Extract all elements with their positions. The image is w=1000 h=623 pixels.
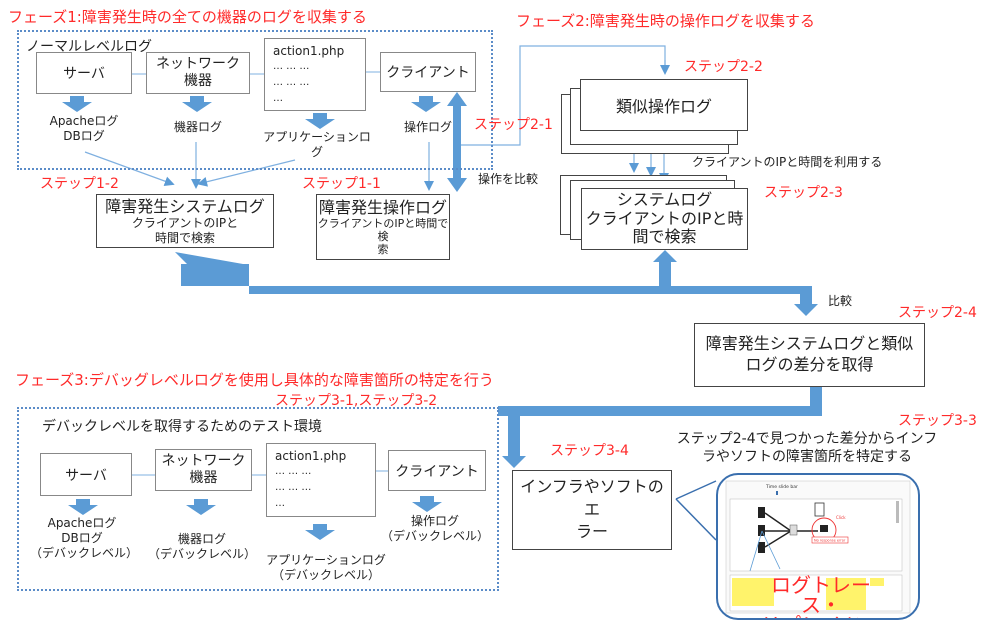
- box-line: 障害発生システムログと類似: [705, 334, 914, 354]
- step-2-2: ステップ2-2: [684, 59, 763, 75]
- log-line: 機器ログ: [177, 532, 226, 546]
- similar-op-log-box: 類似操作ログ: [580, 79, 748, 131]
- box-line: インフラやソフトのエ: [520, 477, 664, 519]
- server-label: サーバ: [65, 467, 107, 484]
- click-label: Click: [836, 515, 846, 520]
- normal-env-container: [17, 30, 493, 170]
- overlay-line: リプレイツール: [756, 615, 886, 618]
- step-2-1: ステップ2-1: [474, 117, 553, 133]
- server-label: サーバ: [63, 66, 105, 82]
- network-label-2: 機器: [189, 470, 218, 486]
- normal-env-title: ノーマルレベルログ: [26, 39, 152, 55]
- note-line: ステップ2-4で見つかった差分からインフ: [676, 431, 938, 447]
- box-subtitle: 索: [377, 243, 389, 257]
- network-label-2: 機器: [184, 73, 212, 89]
- log-trace-replay-tool-label: ログトレース・ リプレイツール: [756, 573, 886, 618]
- server-icons: [758, 507, 765, 553]
- log-line: （デバックレベル）: [271, 568, 380, 582]
- callout-tail: [675, 480, 717, 541]
- debug-env-container: [17, 407, 499, 591]
- identify-note: ステップ2-4で見つかった差分からインフ ラやソフトの障害箇所を特定する: [672, 430, 942, 466]
- code-line: … … …: [273, 77, 310, 88]
- code-line: … … …: [273, 61, 310, 72]
- box-title: システムログ: [616, 190, 713, 210]
- compare-ops-note: 操作を比較: [478, 172, 539, 186]
- step-1-2: ステップ1-2: [40, 176, 119, 192]
- time-slide-bar-label: Time slide bar: [765, 484, 798, 490]
- log-line: （デバックレベル）: [30, 546, 139, 560]
- network-label-1: ネットワーク: [161, 453, 246, 470]
- log-line: （デバックレベル）: [380, 529, 489, 543]
- box-line: ログの差分を取得: [745, 355, 874, 374]
- code-line: …: [273, 93, 283, 104]
- server-node: サーバ: [36, 52, 132, 94]
- code-line: action1.php: [273, 44, 345, 58]
- server-log-label: Apacheログ DBログ: [44, 114, 124, 144]
- compare-note: 比較: [828, 294, 853, 308]
- infra-error-box: インフラやソフトのエ ラー: [512, 470, 672, 550]
- box-subtitle: クライアントのIPと時: [585, 208, 744, 228]
- use-ip-time-note: クライアントのIPと時間を利用する: [692, 155, 883, 169]
- box-subtitle: クライアントのIPと時間で検: [317, 216, 449, 243]
- network-label-1: ネットワーク: [156, 56, 240, 73]
- note-line: ラやソフトの障害箇所を特定する: [702, 449, 912, 466]
- network-log-label: 機器ログ: [173, 120, 222, 134]
- log-line: アプリケーションログ: [266, 553, 386, 567]
- error-label: No response error: [814, 539, 846, 543]
- debug-server-log-label: Apacheログ DBログ （デバックレベル）: [30, 516, 139, 561]
- client-label: クライアント: [386, 65, 470, 81]
- code-line: … … …: [275, 482, 312, 493]
- code-listing: action1.php … … … … … … …: [264, 38, 366, 111]
- tool-screenshot-callout: Time slide bar Click No response error: [716, 473, 920, 620]
- client-log-label: 操作ログ: [403, 120, 452, 134]
- log-line: 操作ログ: [410, 514, 459, 528]
- log-line: Apacheログ: [47, 516, 117, 530]
- debug-app-log-label: アプリケーションログ （デバックレベル）: [262, 553, 390, 583]
- step-3-1-3-2: ステップ3-1,ステップ3-2: [275, 393, 438, 409]
- code-line: action1.php: [275, 449, 347, 463]
- system-log-box: システムログ クライアントのIPと時 間で検索: [581, 188, 748, 250]
- similar-op-log-label: 類似操作ログ: [615, 97, 712, 116]
- step-2-4: ステップ2-4: [898, 305, 977, 321]
- debug-env-title: デバックレベルを取得するためのテスト環境: [42, 419, 322, 435]
- fault-system-log-box: 障害発生システムログ クライアントのIPと 時間で検索: [96, 194, 274, 248]
- box-subtitle: 時間で検索: [154, 230, 215, 245]
- box-line: ラー: [575, 522, 608, 542]
- apache-log: Apacheログ: [49, 114, 119, 128]
- box-title: 障害発生操作ログ: [318, 197, 447, 217]
- step-3-4: ステップ3-4: [550, 443, 629, 459]
- debug-server-node: サーバ: [40, 453, 132, 496]
- code-line: …: [275, 498, 285, 509]
- client-node: クライアント: [380, 52, 476, 92]
- app-log-line: グ: [310, 145, 323, 159]
- phase1-title: フェーズ1:障害発生時の全ての機器のログを収集する: [8, 8, 367, 26]
- log-line: （デバックレベル）: [148, 547, 257, 561]
- overlay-line: ログトレース・: [771, 573, 871, 617]
- box-subtitle: クライアントのIPと: [131, 216, 239, 231]
- diff-box: 障害発生システムログと類似 ログの差分を取得: [694, 323, 925, 387]
- code-line: … … …: [275, 466, 312, 477]
- app-log-label: アプリケーションロ グ: [262, 130, 372, 160]
- debug-network-log-label: 機器ログ （デバックレベル）: [148, 532, 256, 562]
- box-title: 障害発生システムログ: [105, 197, 265, 217]
- tool-screenshot: Time slide bar Click No response error: [725, 480, 911, 614]
- debug-code-listing: action1.php … … … … … … …: [266, 443, 376, 517]
- box-subtitle: 間で検索: [632, 227, 697, 247]
- step-2-3: ステップ2-3: [764, 185, 843, 201]
- phase2-title: フェーズ2:障害発生時の操作ログを収集する: [516, 12, 815, 30]
- debug-network-node: ネットワーク 機器: [155, 449, 252, 491]
- step-1-1: ステップ1-1: [302, 176, 381, 192]
- log-line: DBログ: [61, 531, 103, 545]
- client-label: クライアント: [395, 463, 479, 480]
- step-3-3: ステップ3-3: [898, 413, 977, 429]
- network-node: ネットワーク 機器: [146, 52, 250, 94]
- app-log-line: アプリケーションロ: [263, 130, 371, 144]
- db-log: DBログ: [63, 129, 105, 143]
- debug-client-log-label: 操作ログ （デバックレベル）: [378, 514, 492, 544]
- fault-op-log-box: 障害発生操作ログ クライアントのIPと時間で検 索: [316, 194, 450, 260]
- debug-client-node: クライアント: [388, 450, 486, 491]
- phase3-title: フェーズ3:デバッグレベルログを使用し具体的な障害箇所の特定を行う: [15, 371, 494, 389]
